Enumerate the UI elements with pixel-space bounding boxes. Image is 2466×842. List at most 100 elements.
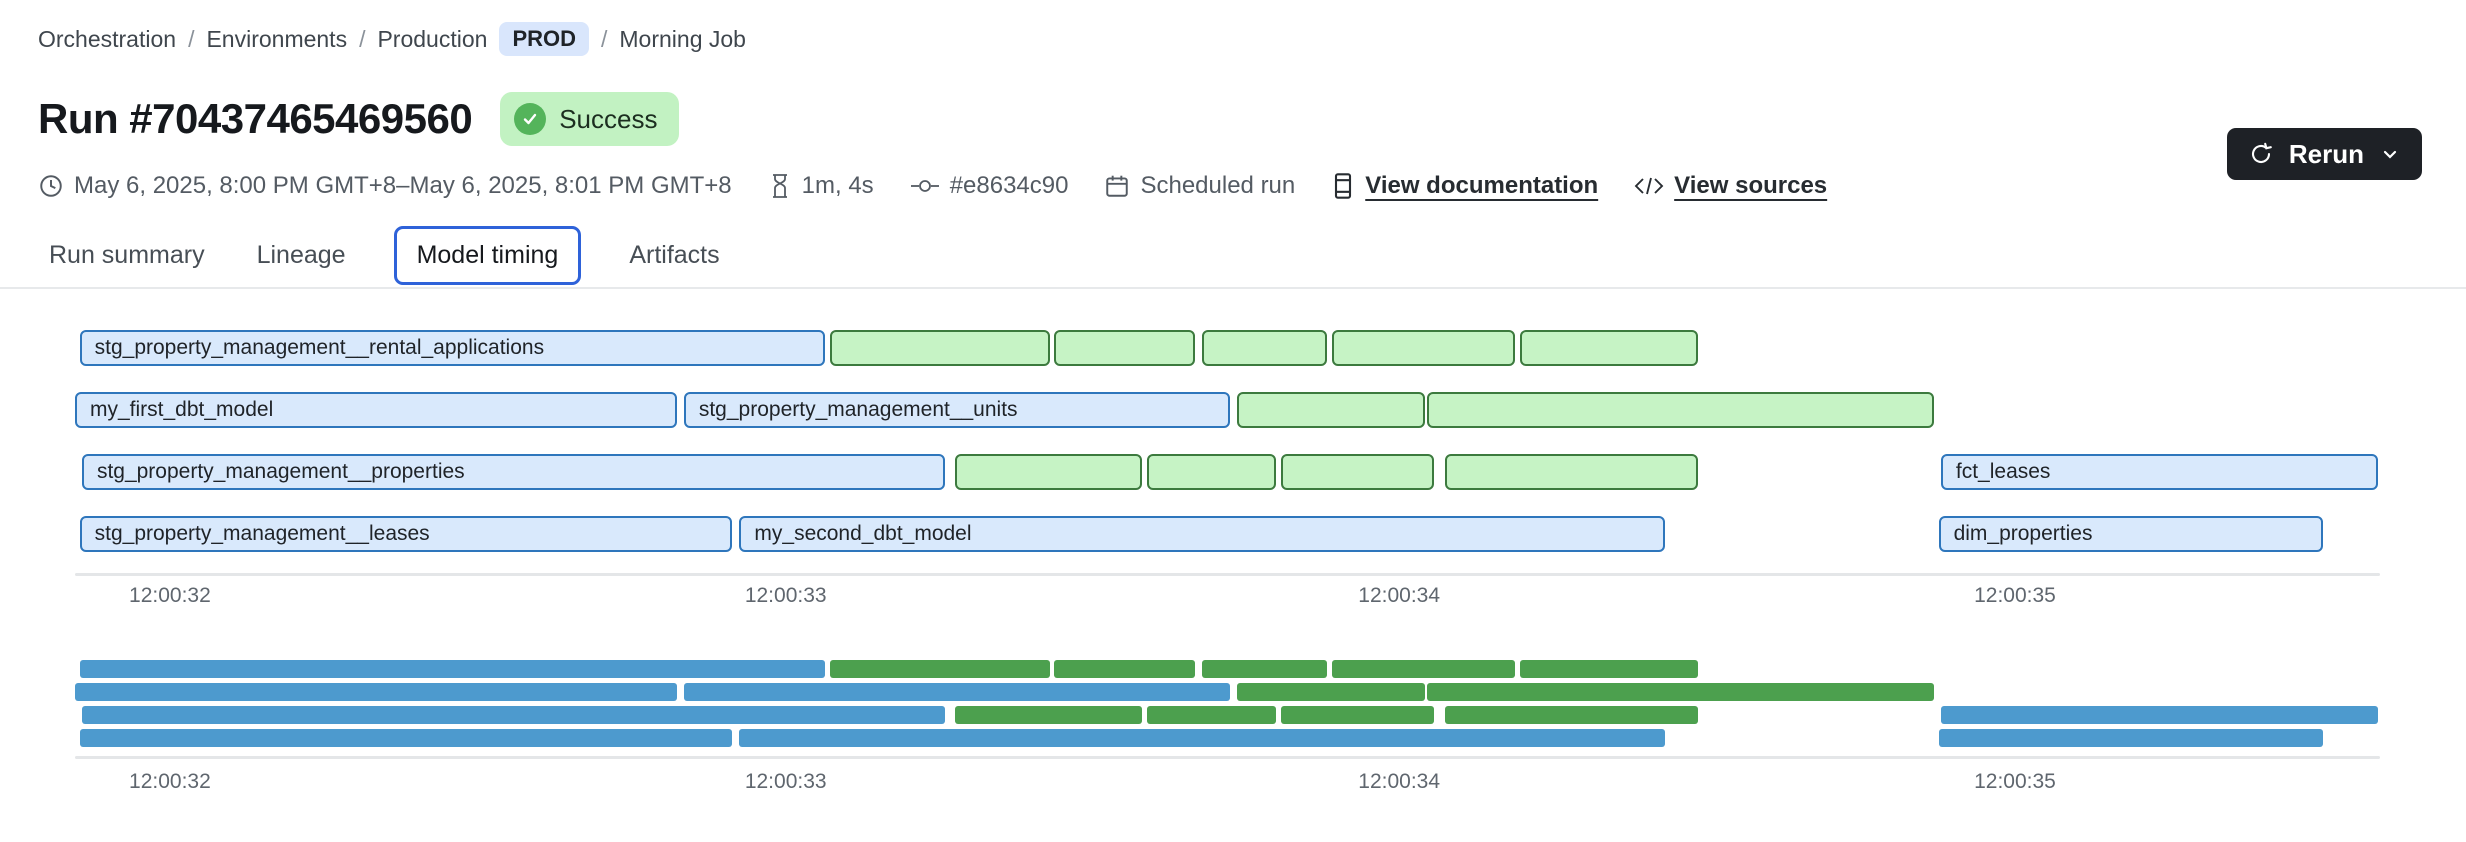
model-bar-label: stg_property_management__rental_applicat…: [82, 336, 544, 360]
model-bar-my_second_dbt_model[interactable]: my_second_dbt_model: [739, 516, 1665, 552]
gantt-row: my_first_dbt_model stg_property_managemen…: [75, 392, 2390, 428]
task-bar[interactable]: [1237, 392, 1425, 428]
gantt-row: stg_property_management__leases my_second…: [75, 516, 2390, 552]
status-badge: Success: [500, 92, 679, 146]
breadcrumb-item-production[interactable]: Production: [377, 26, 487, 53]
tab-artifacts[interactable]: Artifacts: [625, 227, 723, 284]
chevron-down-icon[interactable]: [2380, 144, 2400, 164]
model-bar-label: my_second_dbt_model: [741, 522, 971, 546]
minimap-row: [75, 683, 2390, 701]
axis-tick-label: 12:00:33: [745, 770, 827, 794]
minimap-bar: [1237, 683, 1425, 701]
model-bar-stg_property_management__units[interactable]: stg_property_management__units: [684, 392, 1230, 428]
minimap-bar: [739, 729, 1665, 747]
minimap-row: [75, 660, 2390, 678]
minimap-x-axis: 12:00:32 12:00:33 12:00:34 12:00:35: [75, 770, 2390, 796]
minimap-bar: [1941, 706, 2379, 724]
gantt-axis-rule: [75, 573, 2380, 576]
axis-tick-label: 12:00:35: [1974, 770, 2056, 794]
tab-lineage[interactable]: Lineage: [253, 227, 350, 284]
axis-tick-label: 12:00:35: [1974, 584, 2056, 608]
model-bar-my_first_dbt_model[interactable]: my_first_dbt_model: [75, 392, 677, 428]
model-bar-stg_property_management__leases[interactable]: stg_property_management__leases: [80, 516, 733, 552]
minimap-bar: [1054, 660, 1195, 678]
model-bar-stg_property_management__properties[interactable]: stg_property_management__properties: [82, 454, 945, 490]
run-meta: May 6, 2025, 8:00 PM GMT+8–May 6, 2025, …: [38, 172, 1827, 200]
task-bar[interactable]: [1147, 454, 1277, 490]
axis-tick-label: 12:00:34: [1358, 770, 1440, 794]
minimap-bar: [1427, 683, 1934, 701]
minimap-bar: [82, 706, 945, 724]
task-bar[interactable]: [1202, 330, 1327, 366]
model-timing-gantt: stg_property_management__rental_applicat…: [75, 330, 2390, 590]
axis-tick-label: 12:00:32: [129, 584, 211, 608]
model-bar-label: fct_leases: [1943, 460, 2051, 484]
task-bar[interactable]: [830, 330, 1050, 366]
code-icon: [1634, 174, 1664, 198]
axis-tick-label: 12:00:32: [129, 770, 211, 794]
environment-badge: PROD: [499, 22, 589, 56]
minimap-row: [75, 729, 2390, 747]
minimap-bar: [1520, 660, 1698, 678]
gantt-row: stg_property_management__properties fct_l…: [75, 454, 2390, 490]
breadcrumb-item-orchestration[interactable]: Orchestration: [38, 26, 176, 53]
tab-run-summary[interactable]: Run summary: [45, 227, 209, 284]
minimap-bar: [1445, 706, 1697, 724]
calendar-icon: [1104, 173, 1130, 199]
axis-tick-label: 12:00:34: [1358, 584, 1440, 608]
minimap-bar: [1147, 706, 1277, 724]
document-icon: [1331, 172, 1355, 200]
hourglass-icon: [768, 173, 792, 199]
minimap-row: [75, 706, 2390, 724]
trigger-type: Scheduled run: [1104, 172, 1295, 200]
model-bar-label: stg_property_management__properties: [84, 460, 465, 484]
commit-hash: #e8634c90: [910, 172, 1069, 200]
minimap-bar: [75, 683, 677, 701]
time-range: May 6, 2025, 8:00 PM GMT+8–May 6, 2025, …: [38, 172, 732, 200]
tab-bar: Run summary Lineage Model timing Artifac…: [45, 226, 724, 285]
rerun-button[interactable]: Rerun: [2227, 128, 2422, 180]
rerun-label: Rerun: [2289, 139, 2364, 170]
check-icon: [514, 103, 546, 135]
task-bar[interactable]: [1520, 330, 1698, 366]
title-row: Run #70437465469560 Success: [38, 92, 679, 146]
task-bar[interactable]: [1427, 392, 1934, 428]
task-bar[interactable]: [1445, 454, 1697, 490]
clock-icon: [38, 173, 64, 199]
task-bar[interactable]: [955, 454, 1143, 490]
minimap-bar: [1202, 660, 1327, 678]
refresh-icon: [2249, 142, 2273, 166]
breadcrumb-separator: /: [359, 26, 365, 53]
breadcrumb-separator: /: [188, 26, 194, 53]
minimap-bar: [830, 660, 1050, 678]
breadcrumb-item-morning-job[interactable]: Morning Job: [619, 26, 746, 53]
axis-tick-label: 12:00:33: [745, 584, 827, 608]
model-bar-fct_leases[interactable]: fct_leases: [1941, 454, 2379, 490]
gantt-row: stg_property_management__rental_applicat…: [75, 330, 2390, 366]
minimap-bar: [955, 706, 1143, 724]
minimap-bar: [80, 660, 825, 678]
breadcrumb: Orchestration / Environments / Productio…: [38, 22, 746, 56]
task-bar[interactable]: [1281, 454, 1434, 490]
timing-minimap[interactable]: [75, 660, 2390, 752]
minimap-bar: [1332, 660, 1515, 678]
minimap-bar: [1281, 706, 1434, 724]
gantt-x-axis: 12:00:32 12:00:33 12:00:34 12:00:35: [75, 584, 2390, 610]
page-title: Run #70437465469560: [38, 95, 472, 143]
task-bar[interactable]: [1054, 330, 1195, 366]
status-label: Success: [559, 104, 657, 135]
tabs-divider: [0, 287, 2466, 289]
breadcrumb-separator: /: [601, 26, 607, 53]
view-documentation-link[interactable]: View documentation: [1331, 172, 1598, 200]
model-bar-dim_properties[interactable]: dim_properties: [1939, 516, 2323, 552]
task-bar[interactable]: [1332, 330, 1515, 366]
tab-model-timing[interactable]: Model timing: [394, 226, 582, 285]
model-bar-label: stg_property_management__units: [686, 398, 1018, 422]
model-bar-label: dim_properties: [1941, 522, 2093, 546]
minimap-bar: [1939, 729, 2323, 747]
view-sources-link[interactable]: View sources: [1634, 172, 1827, 200]
breadcrumb-item-environments[interactable]: Environments: [206, 26, 347, 53]
model-bar-stg_property_management__rental_applications[interactable]: stg_property_management__rental_applicat…: [80, 330, 825, 366]
model-bar-label: stg_property_management__leases: [82, 522, 430, 546]
minimap-scroll-track[interactable]: [75, 756, 2380, 759]
